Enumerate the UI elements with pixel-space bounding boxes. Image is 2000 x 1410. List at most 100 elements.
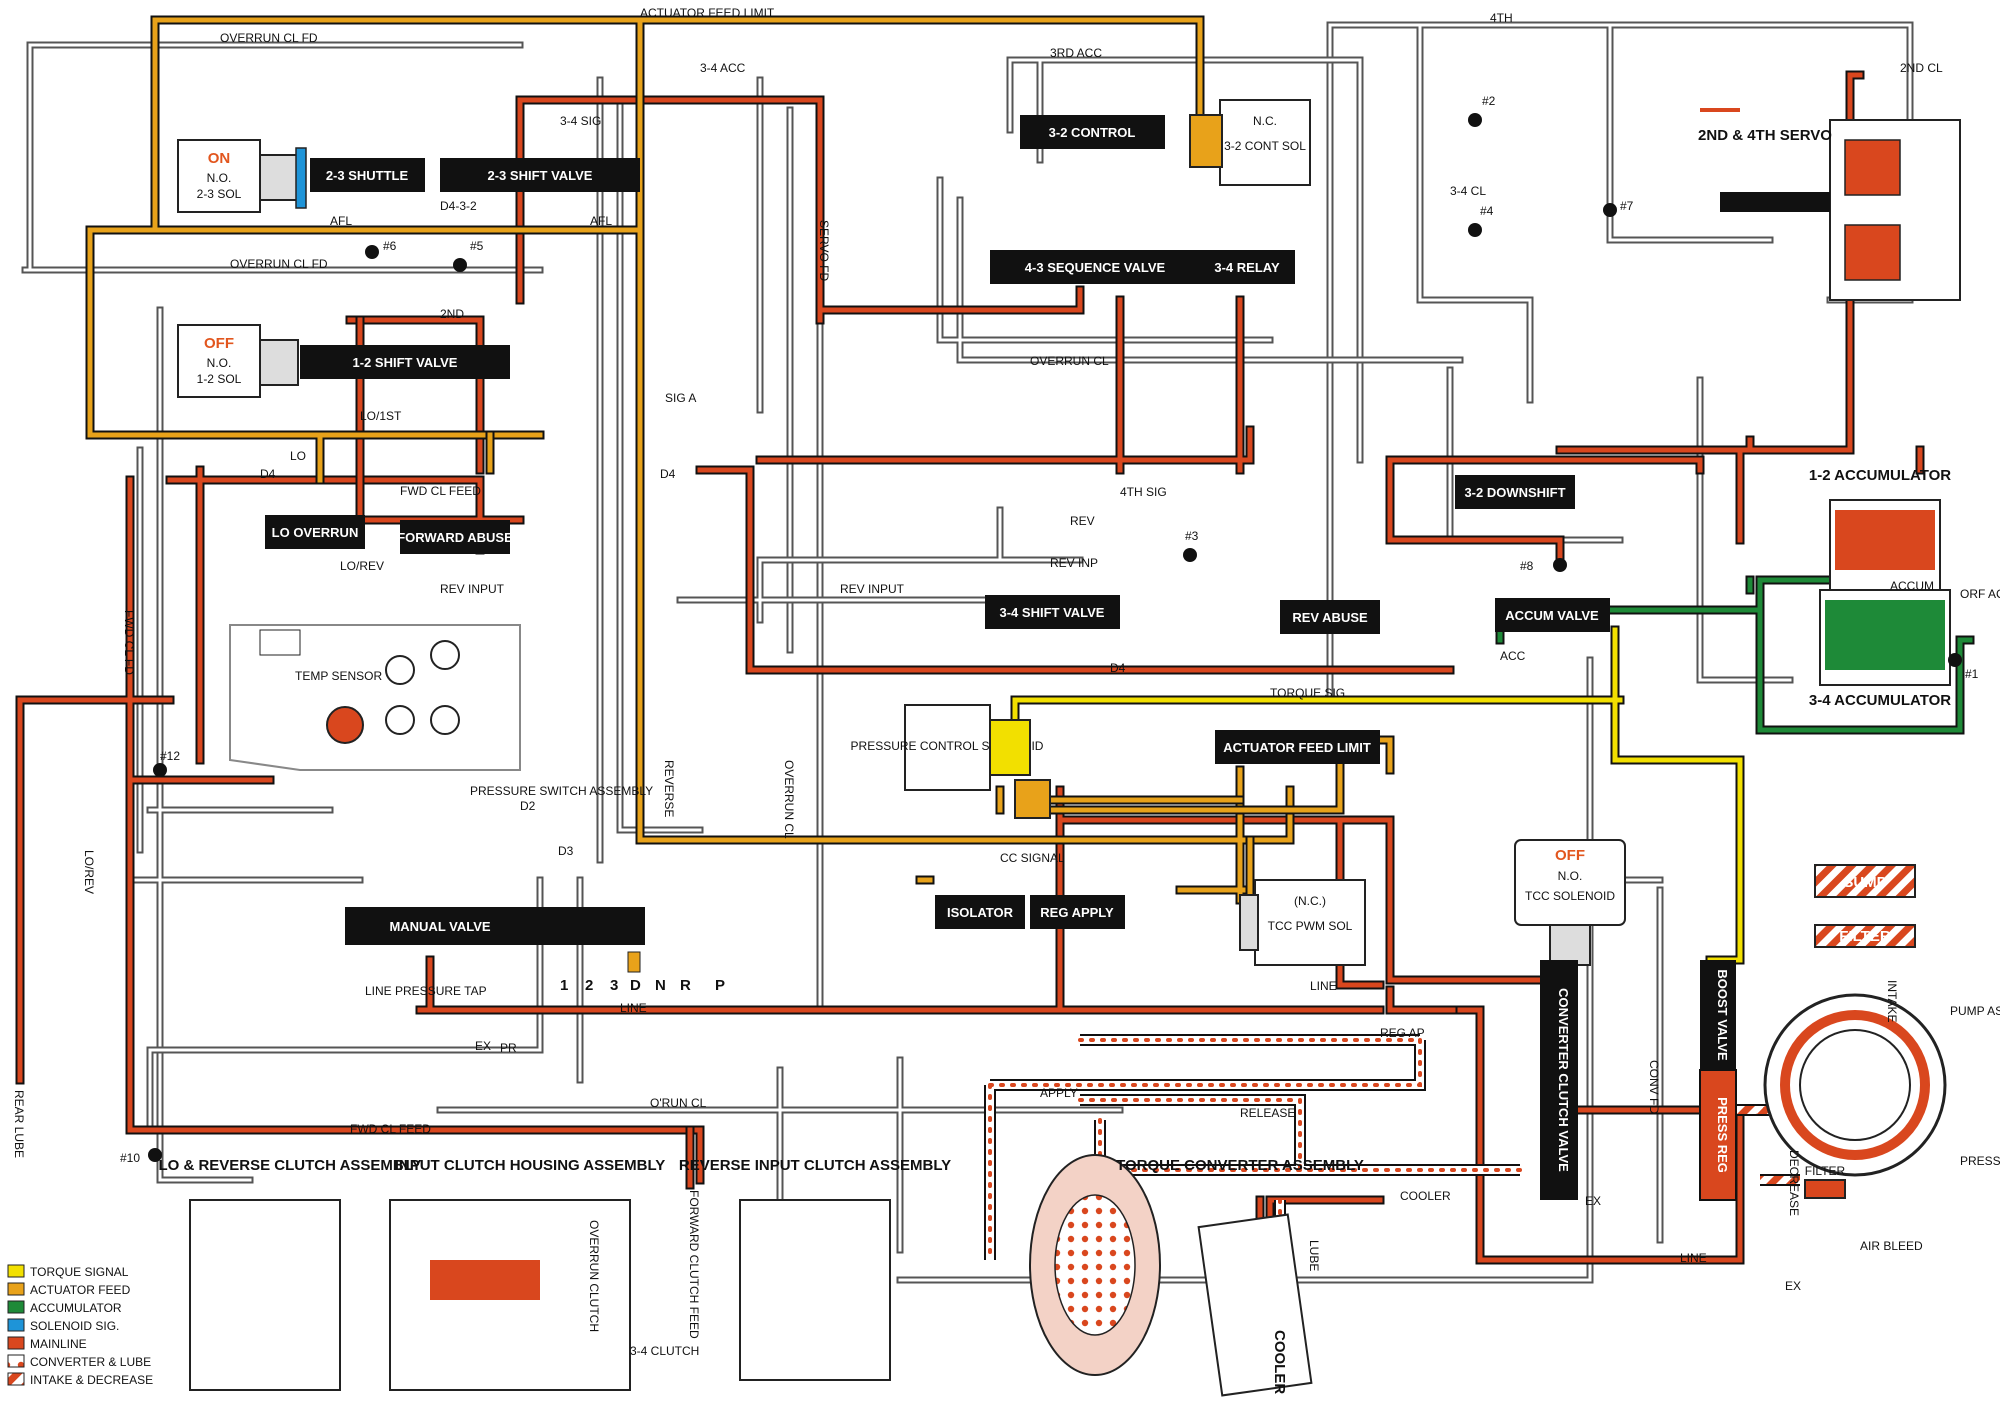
sol-23-type: N.O.	[207, 171, 232, 185]
gear-r: R	[680, 977, 691, 994]
solenoid-3-2-cont: N.C. 3-2 CONT SOL	[1189, 99, 1311, 186]
line-tap-label: LINE PRESSURE TAP	[365, 984, 487, 998]
checkball-8: #8	[1520, 559, 1534, 573]
valve-isolator: ISOLATOR	[935, 895, 1025, 929]
lbl-lo-rev-left: LO/REV	[82, 850, 96, 894]
servo-2nd-4th: 2ND & 4TH SERVO	[1698, 108, 1961, 301]
checkball-icon	[453, 258, 467, 272]
checkball-icon	[1553, 558, 1567, 572]
gear-d: D	[630, 977, 641, 994]
legend-torque: TORQUE SIGNAL	[30, 1265, 129, 1279]
pressure-switch-assembly: TEMP SENSOR PRESSURE SWITCH ASSEMBLY	[229, 624, 653, 798]
legend-solenoid: SOLENOID SIG.	[30, 1319, 119, 1333]
checkball-4: #4	[1480, 204, 1494, 218]
lbl-d4-1: D4	[260, 467, 276, 481]
lbl-3rd-acc: 3RD ACC	[1050, 46, 1102, 60]
lbl-rev: REV	[1070, 514, 1095, 528]
lbl-fwd-cl-feed-bottom: FWD CL FEED	[350, 1122, 431, 1136]
sol-12-state: OFF	[204, 335, 234, 352]
accum-12-label: 1-2 ACCUMULATOR	[1809, 467, 1951, 484]
tcc-type: N.O.	[1558, 869, 1583, 883]
checkball-icon	[153, 763, 167, 777]
legend-swatch-actuator	[7, 1282, 25, 1296]
torque-converter-label: TORQUE CONVERTER ASSEMBLY	[1116, 1157, 1364, 1174]
valve-boost: BOOST VALVE	[1700, 960, 1736, 1070]
lbl-3-4-clutch: 3-4 CLUTCH	[630, 1344, 699, 1358]
legend-intake: INTAKE & DECREASE	[30, 1373, 153, 1387]
lbl-afl-2: AFL	[590, 214, 612, 228]
lbl-pr: PR	[500, 1041, 517, 1055]
lbl-release: RELEASE	[1240, 1106, 1295, 1120]
sump-filter: SUMP FILTER INTAKE	[1814, 864, 1916, 1022]
lbl-d3: D3	[558, 844, 574, 858]
lbl-lube: LUBE	[1307, 1240, 1321, 1271]
lbl-reverse: REVERSE	[662, 760, 676, 817]
checkball-icon	[148, 1148, 162, 1162]
lbl-d4-3-2: D4-3-2	[440, 199, 477, 213]
lbl-cooler-line: COOLER	[1400, 1189, 1451, 1203]
solenoid-body-icon	[259, 339, 299, 386]
solenoid-tcc-pwm: (N.C.) TCC PWM SOL	[1239, 879, 1366, 966]
valve-2-3-shuttle: 2-3 SHUTTLE	[310, 158, 425, 192]
press-relief-label: PRESS RELIEF VALVE	[1960, 1154, 2000, 1168]
label-accum-valve: ACCUM VALVE	[1505, 608, 1599, 623]
label-forward-abuse: FORWARD ABUSE	[397, 530, 513, 545]
checkball-1: #1	[1965, 667, 1979, 681]
checkball-5: #5	[470, 239, 484, 253]
solenoid-2-3: ON N.O. 2-3 SOL	[177, 139, 307, 213]
lbl-rev-input-2: REV INPUT	[440, 582, 505, 596]
gear-p: P	[715, 977, 725, 994]
lbl-rear-lube: REAR LUBE	[12, 1090, 26, 1158]
sol-23-name: 2-3 SOL	[197, 187, 242, 201]
lbl-d4-3: D4	[1110, 661, 1126, 675]
label-manual-valve: MANUAL VALVE	[389, 919, 490, 934]
valve-4-3-sequence: 4-3 SEQUENCE VALVE	[990, 250, 1200, 284]
label-4-3-sequence: 4-3 SEQUENCE VALVE	[1025, 260, 1166, 275]
torque-signal-passages	[1010, 625, 1745, 965]
pwm-name: TCC PWM SOL	[1268, 919, 1353, 933]
lbl-conv-fd: CONV FD	[1647, 1060, 1661, 1114]
solenoid-tcc: OFF N.O. TCC SOLENOID	[1514, 839, 1626, 966]
label-converter-clutch: CONVERTER CLUTCH VALVE	[1556, 988, 1571, 1172]
lbl-2nd-cl-top: 2ND CL	[1900, 61, 1943, 75]
gear-selector: 1 2 3 D N R P	[560, 951, 725, 994]
lbl-4th-sig: 4TH SIG	[1120, 485, 1167, 499]
gear-selected-indicator	[627, 951, 641, 973]
lbl-torque-sig: TORQUE SIG	[1270, 686, 1345, 700]
valve-reg-apply: REG APPLY	[1030, 895, 1125, 929]
checkball-3: #3	[1185, 529, 1199, 543]
tcc-name: TCC SOLENOID	[1525, 889, 1615, 903]
solenoid-body-icon	[259, 154, 299, 201]
legend-swatch-mainline	[7, 1336, 25, 1350]
checkball-icon	[1603, 203, 1617, 217]
reverse-input-clutch-assembly: REVERSE INPUT CLUTCH ASSEMBLY	[679, 1157, 951, 1381]
temp-sensor-label: TEMP SENSOR	[295, 669, 382, 683]
label-2-3-shuttle: 2-3 SHUTTLE	[326, 168, 409, 183]
valve-3-2-downshift: 3-2 DOWNSHIFT	[1455, 475, 1575, 509]
lbl-overrun-cl-long: OVERRUN CL	[782, 760, 796, 839]
sol-12-type: N.O.	[207, 356, 232, 370]
lbl-overrun-clutch: OVERRUN CLUTCH	[587, 1220, 601, 1332]
legend-swatch-lube	[7, 1354, 25, 1368]
sump-label: SUMP	[1843, 874, 1886, 891]
lbl-lo-1st: LO/1ST	[360, 409, 402, 423]
lbl-actuator-feed-limit-top: ACTUATOR FEED LIMIT	[640, 6, 775, 20]
checkball-icon	[1948, 653, 1962, 667]
lbl-lo: LO	[290, 449, 306, 463]
rev-input-clutch-label: REVERSE INPUT CLUTCH ASSEMBLY	[679, 1157, 951, 1174]
pressure-switch-label: PRESSURE SWITCH ASSEMBLY	[470, 784, 653, 798]
lbl-ex-3: EX	[1785, 1279, 1801, 1293]
lbl-rev-input-1: REV INPUT	[840, 582, 905, 596]
legend-swatch-solenoid	[7, 1318, 25, 1332]
checkball-icon	[1183, 548, 1197, 562]
checkball-2: #2	[1482, 94, 1496, 108]
valve-accum: ACCUM VALVE	[1495, 598, 1610, 632]
intake-label: INTAKE	[1885, 980, 1899, 1022]
valve-forward-abuse: FORWARD ABUSE	[397, 520, 513, 554]
valve-3-2-control: 3-2 CONTROL	[1020, 115, 1165, 149]
cooler-label: COOLER	[1271, 1330, 1288, 1394]
lbl-overrun-cl: OVERRUN CL	[1030, 354, 1109, 368]
valve-1-2-shift: 1-2 SHIFT VALVE	[300, 345, 510, 379]
lbl-overrun-cl-fd: OVERRUN CL FD	[230, 257, 328, 271]
valve-lo-overrun: LO OVERRUN	[265, 515, 365, 549]
